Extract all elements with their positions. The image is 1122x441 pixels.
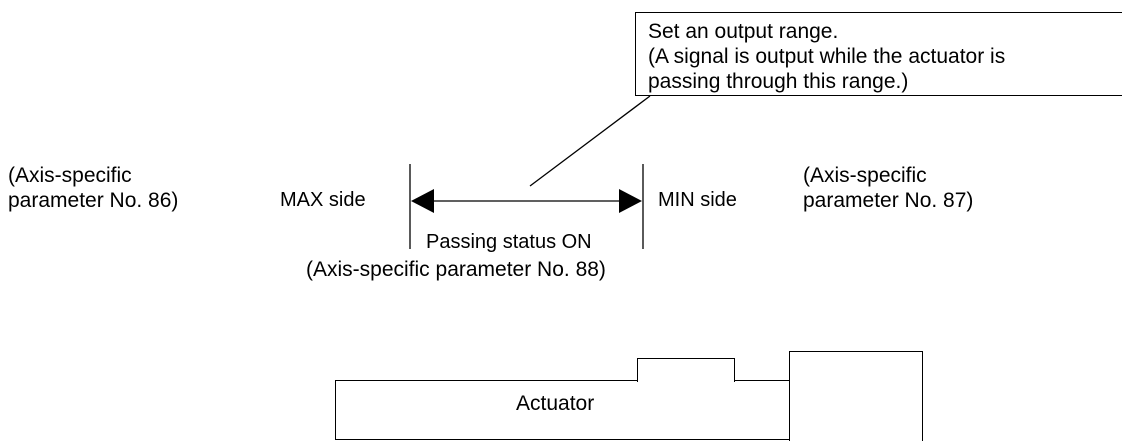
passing-status-label: Passing status ON	[426, 231, 592, 253]
actuator-label: Actuator	[516, 392, 595, 415]
right-param-line-2: parameter No. 87)	[803, 189, 974, 212]
range-diagram-graphic	[409, 95, 651, 249]
callout-text-line-1: Set an output range.	[648, 20, 839, 43]
max-side-label: MAX side	[280, 189, 366, 211]
callout-text-line-3: passing through this range.)	[648, 70, 909, 93]
callout-leader-line	[529, 95, 651, 187]
min-side-label: MIN side	[658, 189, 737, 211]
left-param-line-1: (Axis-specific	[8, 164, 132, 187]
range-arrowhead-right	[619, 189, 642, 213]
range-param-label: (Axis-specific parameter No. 88)	[306, 258, 606, 281]
callout-text-line-2: (A signal is output while the actuator i…	[648, 45, 1006, 68]
actuator-slider	[637, 358, 735, 382]
right-param-line-1: (Axis-specific	[803, 164, 927, 187]
left-param-line-2: parameter No. 86)	[8, 189, 179, 212]
range-arrowhead-left	[411, 189, 434, 213]
callout-box: Set an output range. (A signal is output…	[635, 12, 1122, 96]
diagram-canvas: Set an output range. (A signal is output…	[8, 12, 1122, 441]
actuator-motor	[789, 351, 923, 441]
